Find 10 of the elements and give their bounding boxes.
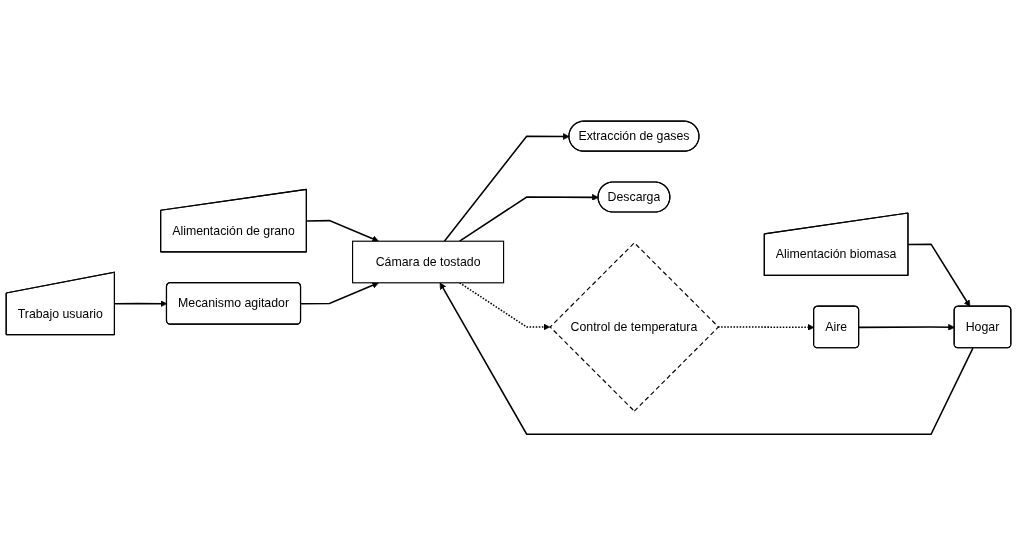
node-box: Cámara de tostado xyxy=(352,240,505,284)
node-diamond: Control de temperatura xyxy=(549,242,720,413)
arrow xyxy=(458,194,599,243)
arrow xyxy=(458,282,551,331)
arrow xyxy=(300,282,379,305)
arrow xyxy=(443,133,570,243)
arrow xyxy=(858,324,955,331)
arrow xyxy=(439,282,974,436)
arrow xyxy=(907,243,971,308)
arrow xyxy=(306,220,379,243)
